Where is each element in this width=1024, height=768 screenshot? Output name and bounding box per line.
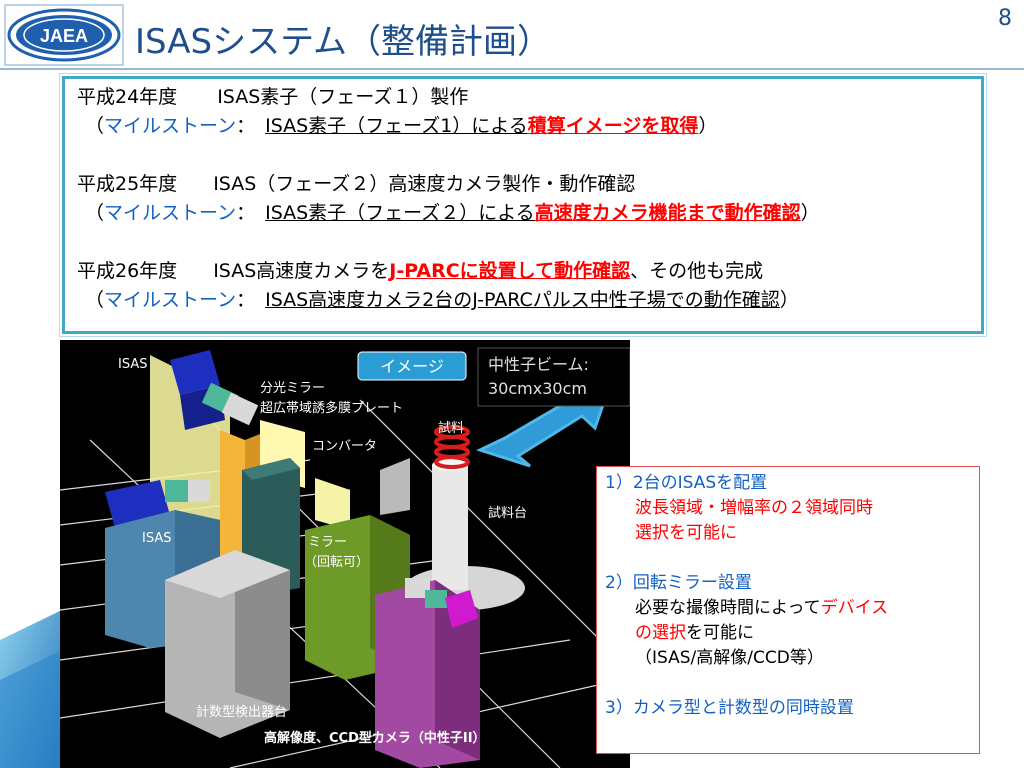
milestone-text: ISAS素子（フェーズ２）による (265, 202, 535, 224)
features-box: 1）2台のISASを配置 波長領域・増幅率の２領域同時 選択を可能に 2）回転ミ… (596, 466, 980, 754)
feature-3: 3）カメラ型と計数型の同時設置 (605, 698, 854, 718)
feature-2: 2）回転ミラー設置 (605, 573, 752, 593)
schedule-box: 平成24年度 ISAS素子（フェーズ１）製作 （マイルストーン：ISAS素子（フェ… (59, 73, 987, 337)
feature-2-highlight-2: の選択 (635, 623, 686, 643)
year-desc-post: 、その他も完成 (630, 260, 764, 282)
label-converter: コンバータ (312, 439, 377, 454)
label-mirror-2: 超広帯域誘多膜プレート (260, 400, 403, 416)
milestone-highlight: 高速度カメラ機能まで動作確認 (534, 202, 801, 224)
milestone-y26: （マイルストーン：ISAS高速度カメラ2台のJ-PARCパルス中性子場での動作確… (85, 289, 799, 311)
schedule-y24: 平成24年度 ISAS素子（フェーズ１）製作 (77, 83, 969, 112)
title-divider (0, 68, 1024, 70)
jaea-logo: JAEA (4, 4, 124, 66)
schedule-y25: 平成25年度 ISAS（フェーズ２）高速度カメラ製作・動作確認 (77, 170, 969, 199)
feature-2-detail-b: の選択を可能に (605, 621, 971, 646)
label-mirror-rot-1: ミラー (308, 535, 347, 550)
milestone-label: マイルストーン (104, 115, 237, 137)
label-counter: 計数型検出器台 (196, 704, 287, 720)
label-sample-stage: 試料台 (488, 505, 527, 521)
milestone-y25: （マイルストーン：ISAS素子（フェーズ２）による高速度カメラ機能まで動作確認） (85, 202, 820, 224)
milestone-label: マイルストーン (104, 289, 237, 311)
year-desc: ISAS（フェーズ２）高速度カメラ製作・動作確認 (213, 173, 636, 195)
year-heading: 平成26年度 (77, 260, 178, 282)
label-mirror-rot-2: （回転可） (304, 555, 369, 570)
isas-top-unit (170, 350, 220, 395)
label-isas-top: ISAS (118, 357, 147, 372)
sample-coil (434, 425, 470, 469)
feature-2-detail-a: 必要な撮像時間によってデバイス (605, 596, 971, 621)
feature-1-detail-a: 波長領域・増幅率の２領域同時 (635, 498, 873, 518)
decorative-wedge (0, 610, 62, 768)
page-number: 8 (998, 6, 1012, 31)
schedule-y26: 平成26年度 ISAS高速度カメラをJ-PARCに設置して動作確認、その他も完成 (77, 257, 969, 286)
feature-2-highlight: デバイス (820, 598, 889, 618)
milestone-text: ISAS素子（フェーズ1）による (265, 115, 528, 137)
logo-text: JAEA (40, 26, 88, 46)
label-sample: 試料 (438, 420, 464, 436)
year-heading: 平成25年度 (77, 173, 178, 195)
milestone-y24: （マイルストーン：ISAS素子（フェーズ1）による積算イメージを取得） (85, 115, 718, 137)
feature-2-text-2: を可能に (686, 623, 754, 643)
feature-2-text: 必要な撮像時間によって (635, 598, 821, 618)
image-badge: イメージ (380, 357, 444, 376)
page-title: ISASシステム（整備計画） (135, 22, 552, 62)
isas-system-illustration: イメージ 中性子ビーム: 30cmx30cm ISAS 分光ミラー 超広帯域誘多… (60, 340, 630, 768)
feature-2-detail-c: （ISAS/高解像/CCD等） (635, 648, 824, 668)
beam-label-2: 30cmx30cm (488, 379, 587, 398)
year-desc: ISAS素子（フェーズ１）製作 (217, 86, 469, 108)
label-camera: 高解像度、CCD型カメラ（中性子II） (264, 730, 486, 746)
milestone-highlight: 積算イメージを取得 (527, 115, 699, 137)
label-isas-left: ISAS (142, 531, 171, 546)
milestone-text: ISAS高速度カメラ2台のJ-PARCパルス中性子場での動作確認 (265, 289, 780, 311)
beam-label-1: 中性子ビーム: (488, 355, 589, 374)
year-heading: 平成24年度 (77, 86, 178, 108)
year-desc: ISAS高速度カメラを (213, 260, 390, 282)
feature-1-detail-b: 選択を可能に (635, 523, 737, 543)
feature-1: 1）2台のISASを配置 (605, 473, 768, 493)
label-mirror-1: 分光ミラー (260, 381, 325, 396)
milestone-label: マイルストーン (104, 202, 237, 224)
year-desc-highlight: J-PARCに設置して動作確認 (389, 260, 631, 282)
